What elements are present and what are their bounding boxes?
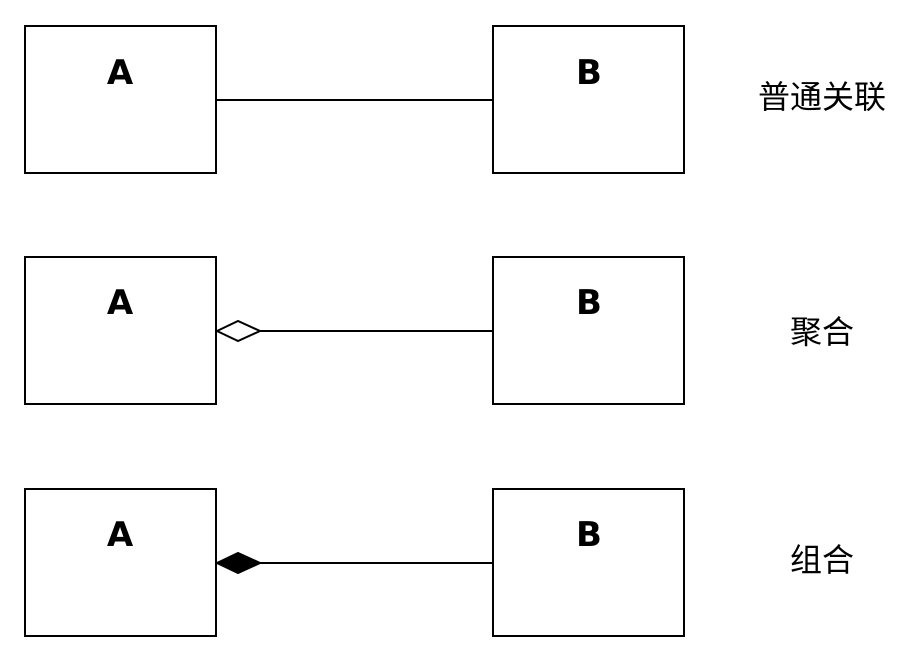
hollow-diamond-icon [214, 319, 263, 343]
class-a-box [24, 256, 217, 405]
composition-row: A B 组合 [24, 488, 854, 637]
class-a-box [24, 488, 217, 637]
association-row: A B 普通关联 [24, 25, 886, 174]
class-b-box [492, 256, 685, 405]
class-b-name: B [576, 515, 602, 555]
composition-label: 组合 [790, 541, 854, 579]
aggregation-label: 聚合 [790, 313, 854, 351]
class-a-name: A [107, 53, 134, 93]
class-a-name: A [107, 515, 134, 555]
aggregation-row: A B 聚合 [24, 256, 854, 405]
filled-diamond-icon [214, 551, 263, 575]
class-b-name: B [576, 53, 602, 93]
class-a-box [24, 25, 217, 174]
class-b-box [492, 25, 685, 174]
association-label: 普通关联 [758, 78, 886, 116]
class-b-box [492, 488, 685, 637]
class-a-name: A [107, 283, 134, 323]
class-b-name: B [576, 283, 602, 323]
